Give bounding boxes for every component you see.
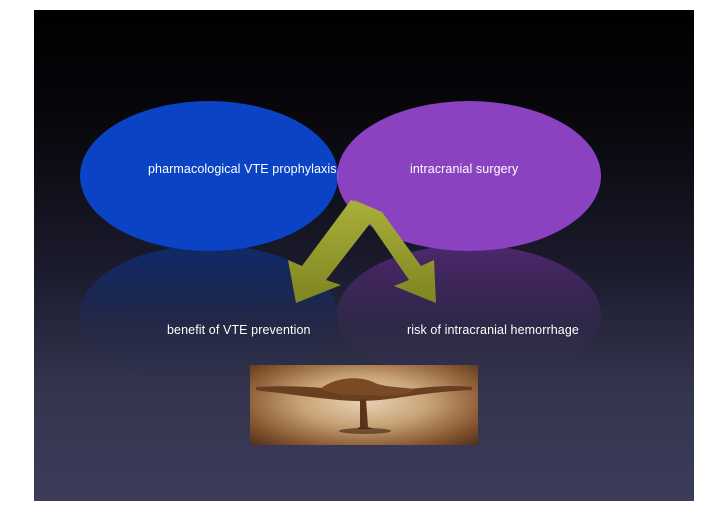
venn-diagram	[80, 101, 601, 385]
slide: pharmacological VTE prophylaxis intracra…	[34, 10, 694, 501]
right-circle-label: intracranial surgery	[410, 162, 519, 176]
arrow-right	[354, 200, 436, 303]
risk-label: risk of intracranial hemorrhage	[407, 323, 579, 337]
left-circle-label: pharmacological VTE prophylaxis	[148, 162, 337, 176]
benefit-label: benefit of VTE prevention	[167, 323, 311, 337]
acrobats-balance-photo	[250, 365, 478, 445]
right-circle	[337, 101, 601, 251]
left-circle	[80, 101, 338, 251]
left-circle-reflection	[80, 245, 338, 385]
arrow-left	[288, 200, 379, 303]
right-circle-reflection	[337, 245, 601, 385]
